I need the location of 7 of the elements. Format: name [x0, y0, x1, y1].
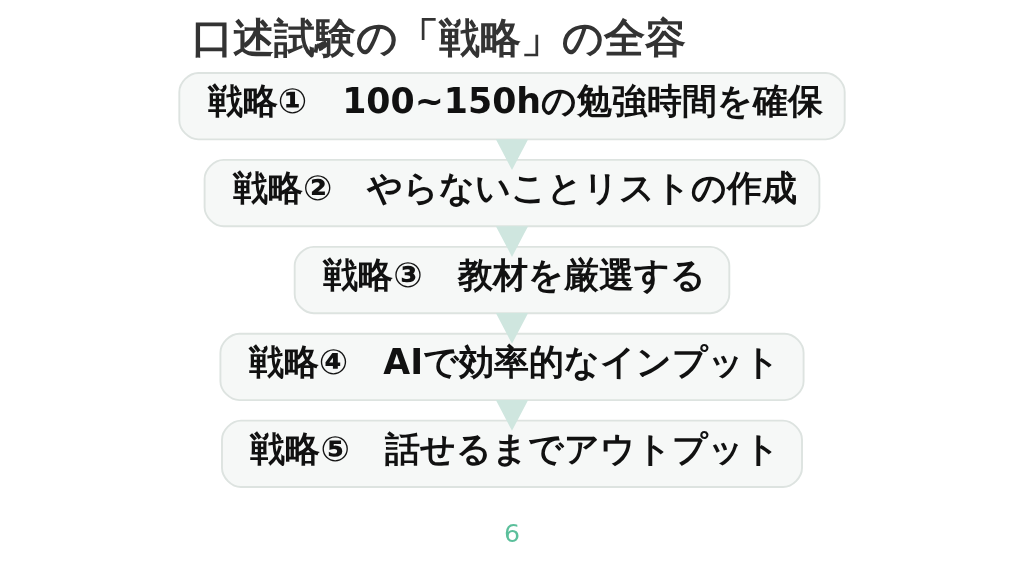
- node-box: 戦略② やらないことリストの作成: [203, 158, 821, 228]
- label: 6: [503, 519, 521, 549]
- node-box: 戦略⑤ 話せるまでアウトプット: [221, 419, 803, 488]
- node-box: 戦略① 100~150hの勉強時間を確保: [178, 72, 846, 141]
- node-box: 戦略③ 教材を厳選する: [293, 245, 731, 315]
- diagram-title: 口述試験の「戦略」の全容: [191, 14, 686, 63]
- node-box: 戦略④ AIで効率的なインプット: [219, 332, 805, 402]
